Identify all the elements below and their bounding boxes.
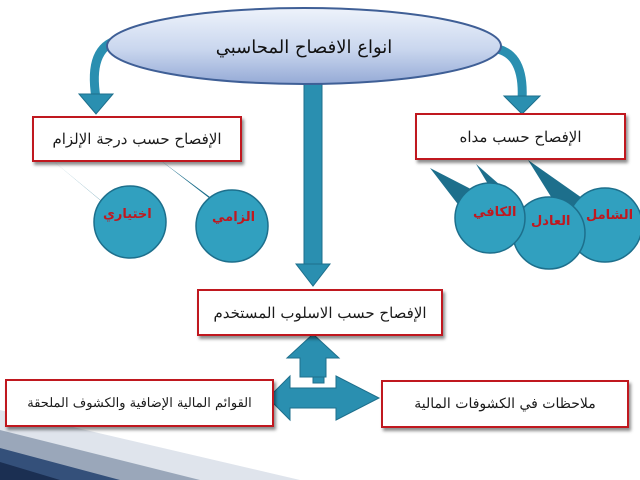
double-arrow	[267, 333, 381, 422]
bubble-label-adel: العادل	[531, 214, 571, 229]
left-bubbles	[52, 160, 269, 263]
right-branch-box: الإفصاح حسب مداه	[415, 113, 626, 160]
bubble-label-shamel: الشامل	[586, 208, 634, 223]
right-branch-label: الإفصاح حسب مداه	[459, 127, 582, 146]
title-ellipse	[106, 7, 502, 85]
center-branch-box: الإفصاح حسب الاسلوب المستخدم	[197, 289, 443, 336]
arrowhead-right	[502, 95, 542, 115]
bottom-left-box: القوائم المالية الإضافية والكشوف الملحقة	[5, 379, 274, 427]
left-branch-box: الإفصاح حسب درجة الإلزام	[32, 116, 242, 162]
center-branch-label: الإفصاح حسب الاسلوب المستخدم	[213, 303, 427, 322]
bubble-label-ekhtiari: اختياري	[103, 207, 152, 222]
slide-corner-decoration	[0, 410, 300, 480]
bubble-label-kafi: الكافي	[473, 205, 517, 220]
arrowhead-left	[77, 93, 115, 115]
bottom-right-box: ملاحظات في الكشوفات المالية	[381, 380, 629, 428]
bubble-kafi	[454, 182, 526, 254]
bottom-left-label: القوائم المالية الإضافية والكشوف الملحقة	[27, 395, 252, 411]
bottom-right-label: ملاحظات في الكشوفات المالية	[414, 396, 596, 412]
horizontal-double-arrow	[267, 374, 381, 422]
bubble-ekhtiari	[93, 185, 167, 259]
right-bubbles	[430, 160, 640, 270]
up-arrow	[285, 333, 341, 378]
vertical-arrow-shaft	[303, 79, 323, 267]
left-branch-label: الإفصاح حسب درجة الإلزام	[52, 130, 222, 148]
bubble-label-elzami: الزامي	[212, 210, 256, 225]
diagram-title: انواع الافصاح المحاسبي	[215, 36, 393, 58]
bubble-elzami	[195, 189, 269, 263]
vertical-arrowhead	[294, 263, 332, 287]
